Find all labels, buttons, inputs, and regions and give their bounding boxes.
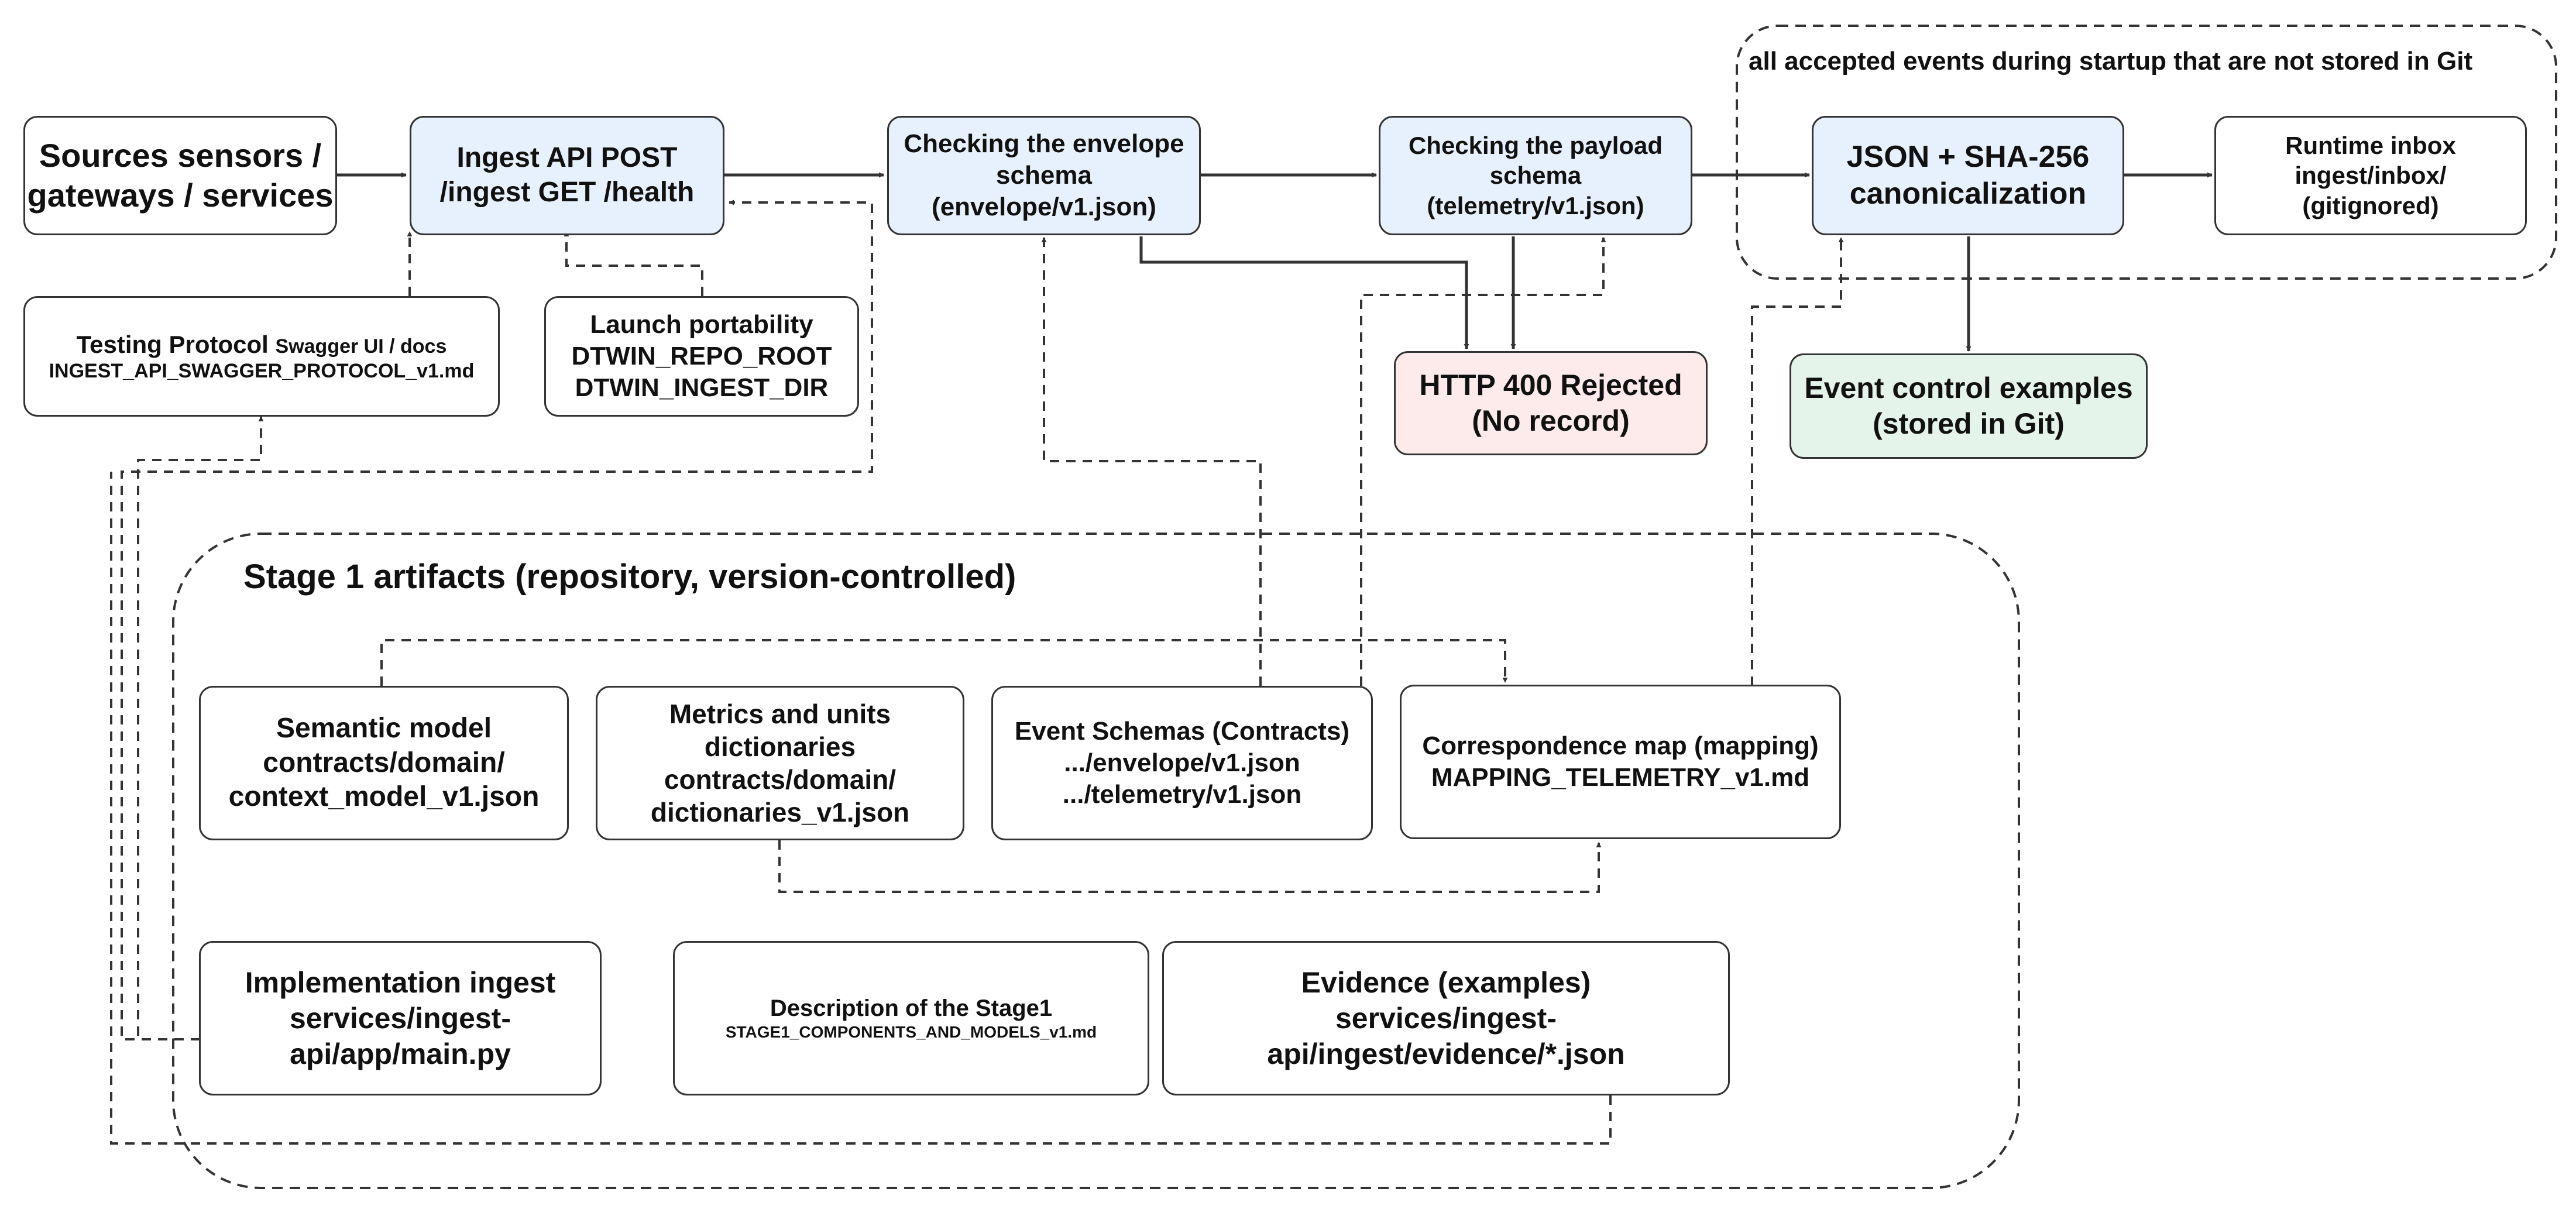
runtime-group-label: all accepted events during startup that …	[1749, 47, 2473, 75]
event-examples-line-1: Event control examples	[1804, 372, 2133, 404]
testing-protocol-node: Testing Protocol Swagger UI / docs INGES…	[23, 296, 500, 417]
evidence-node: Evidence (examples) services/ingest- api…	[1162, 941, 1730, 1095]
stage1-group-label: Stage 1 artifacts (repository, version-c…	[243, 558, 1016, 596]
envelope-check-line-2: schema	[996, 161, 1092, 190]
implementation-line-3: api/app/main.py	[290, 1037, 511, 1070]
semantic-model-node: Semantic model contracts/domain/ context…	[199, 686, 569, 840]
launch-portability-line-2: DTWIN_REPO_ROOT	[571, 342, 832, 371]
canonicalization-node: JSON + SHA-256 canonicalization	[1812, 116, 2124, 235]
event-schemas-line-3: .../telemetry/v1.json	[1062, 779, 1302, 809]
dictionaries-line-1: Metrics and units	[669, 698, 891, 729]
runtime-inbox-node: Runtime inbox ingest/inbox/ (gitignored)	[2214, 116, 2527, 235]
sources-line-2: gateways / services	[27, 177, 334, 214]
main-flow-edges	[337, 172, 2213, 352]
semantic-model-line-2: contracts/domain/	[263, 747, 505, 778]
event-schemas-line-1: Event Schemas (Contracts)	[1014, 717, 1350, 746]
implementation-line-2: services/ingest-	[290, 1001, 511, 1035]
launch-portability-line-3: DTWIN_INGEST_DIR	[575, 373, 829, 402]
ingest-api-line-2: /ingest GET /health	[439, 177, 695, 208]
payload-check-line-3: (telemetry/v1.json)	[1427, 191, 1644, 219]
implementation-node: Implementation ingest services/ingest- a…	[199, 941, 602, 1095]
semantic-model-line-3: context_model_v1.json	[228, 781, 540, 813]
testing-protocol-file: INGEST_API_SWAGGER_PROTOCOL_v1.md	[49, 359, 475, 382]
envelope-check-line-1: Checking the envelope	[904, 129, 1184, 159]
description-line-2: STAGE1_COMPONENTS_AND_MODELS_v1.md	[725, 1023, 1097, 1042]
sources-node: Sources sensors / gateways / services	[23, 116, 337, 235]
http-rejected-line-1: HTTP 400 Rejected	[1419, 369, 1682, 401]
payload-check-line-1: Checking the payload	[1408, 132, 1663, 160]
description-line-1: Description of the Stage1	[770, 995, 1053, 1021]
dictionaries-line-4: dictionaries_v1.json	[650, 797, 910, 828]
edge-schemas-to-payload	[1360, 237, 1606, 686]
canonicalization-line-1: JSON + SHA-256	[1846, 139, 2090, 174]
edge-mapping-to-canonicalization	[1751, 237, 1844, 686]
implementation-line-1: Implementation ingest	[245, 966, 556, 999]
payload-check-node: Checking the payload schema (telemetry/v…	[1379, 116, 1692, 235]
ingest-api-node: Ingest API POST /ingest GET /health	[410, 116, 724, 235]
dictionaries-line-3: contracts/domain/	[664, 764, 897, 795]
http-rejected-line-2: (No record)	[1472, 404, 1630, 437]
runtime-group-boundary	[1736, 25, 2557, 280]
ingest-api-line-1: Ingest API POST	[456, 142, 678, 174]
stage1-group-boundary	[172, 533, 2020, 1189]
edge-evidence-to-ingest	[110, 472, 1612, 1145]
edge-semantic-to-mapping	[380, 639, 1508, 686]
event-examples-line-2: (stored in Git)	[1873, 407, 2065, 440]
event-schemas-node: Event Schemas (Contracts) .../envelope/v…	[991, 686, 1373, 840]
edge-envelope-to-rejected	[1139, 236, 1469, 349]
edge-schemas-to-envelope	[1041, 237, 1262, 686]
http-rejected-node: HTTP 400 Rejected (No record)	[1394, 351, 1708, 455]
canonicalization-line-2: canonicalization	[1849, 177, 2087, 211]
launch-portability-node: Launch portability DTWIN_REPO_ROOT DTWIN…	[544, 296, 859, 417]
runtime-inbox-line-1: Runtime inbox	[2285, 132, 2456, 160]
evidence-line-2: services/ingest-	[1335, 1001, 1557, 1035]
testing-protocol-subtitle: Swagger UI / docs	[275, 335, 447, 358]
envelope-check-line-3: (envelope/v1.json)	[932, 192, 1156, 221]
evidence-line-1: Evidence (examples)	[1301, 966, 1591, 999]
correspondence-map-node: Correspondence map (mapping) MAPPING_TEL…	[1400, 685, 1841, 839]
edge-portability-to-ingest	[564, 231, 703, 296]
payload-check-line-2: schema	[1489, 162, 1582, 190]
launch-portability-line-1: Launch portability	[590, 310, 813, 339]
dictionaries-node: Metrics and units dictionaries contracts…	[596, 686, 964, 840]
dictionaries-line-2: dictionaries	[704, 731, 856, 762]
runtime-inbox-line-3: (gitignored)	[2302, 191, 2439, 219]
reference-edges	[110, 200, 1844, 1145]
evidence-line-3: api/ingest/evidence/*.json	[1267, 1037, 1625, 1070]
runtime-inbox-line-2: ingest/inbox/	[2295, 162, 2447, 190]
sources-line-1: Sources sensors /	[39, 136, 322, 174]
correspondence-map-line-1: Correspondence map (mapping)	[1422, 731, 1819, 761]
testing-protocol-heading: Testing Protocol Swagger UI / docs	[77, 329, 447, 359]
event-examples-node: Event control examples (stored in Git)	[1790, 353, 2148, 459]
envelope-check-node: Checking the envelope schema (envelope/v…	[887, 116, 1201, 235]
event-schemas-line-2: .../envelope/v1.json	[1064, 748, 1300, 778]
edge-implementation-to-protocol	[137, 416, 264, 1040]
description-node: Description of the Stage1 STAGE1_COMPONE…	[673, 941, 1149, 1095]
correspondence-map-line-2: MAPPING_TELEMETRY_v1.md	[1431, 763, 1810, 792]
testing-protocol-title: Testing Protocol	[76, 330, 269, 358]
edge-dictionaries-to-mapping	[778, 840, 1602, 893]
semantic-model-line-1: Semantic model	[276, 713, 492, 744]
edge-implementation-to-ingest	[121, 200, 873, 1040]
